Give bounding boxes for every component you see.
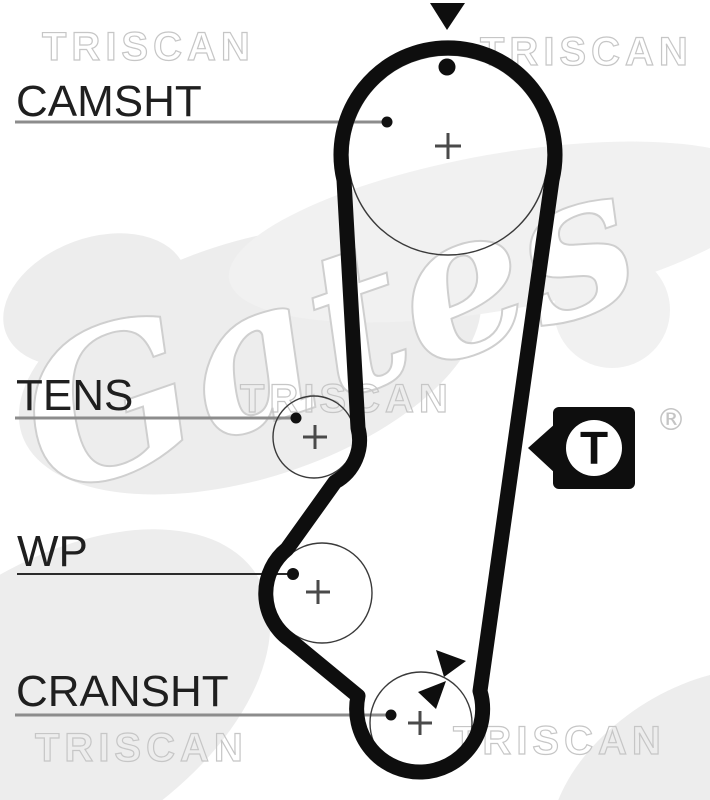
camshaft-leader-dot [381,116,393,128]
timing-marks [418,3,466,709]
t-badge-circle [566,420,622,476]
center-cross-marks [303,133,461,735]
crankshaft-upper-triangle-mark [436,650,466,677]
tensioner-center-cross [303,425,327,449]
label-tensioner: TENS [16,371,133,420]
triscan-watermark-top-left: TRISCAN [42,25,255,69]
swoosh-shape [554,252,670,368]
label-camshaft: CAMSHT [16,77,202,126]
triscan-watermark-middle: TRISCAN [240,377,453,421]
tension-marker-badge: T [528,407,635,489]
swoosh-shape [0,529,271,800]
crankshaft-lower-triangle-mark [418,681,446,709]
swoosh-shape [550,669,710,800]
leader-lines [15,120,391,717]
watermark-swooshes [0,141,710,800]
camshaft-center-cross [435,133,461,159]
water-pump-center-cross [306,580,330,604]
tensioner-leader-dot [290,412,302,424]
t-badge-letter: T [580,422,608,474]
left-arrow-icon [528,423,556,474]
leader-end-dots [287,116,397,721]
camshaft-dot-mark [438,58,456,76]
crankshaft-leader-dot [385,709,397,721]
component-labels: CAMSHT TENS WP CRANSHT [16,77,229,716]
crankshaft-center-cross [408,711,432,735]
water-pump-leader-dot [287,568,299,580]
timing-belt-path [258,40,563,780]
camshaft-top-arrow-mark [430,3,465,30]
label-crankshaft: CRANSHT [16,667,229,716]
triscan-watermark-bottom-left: TRISCAN [35,726,248,770]
label-water-pump: WP [17,527,88,576]
registered-trademark-symbol: ® [656,403,686,438]
